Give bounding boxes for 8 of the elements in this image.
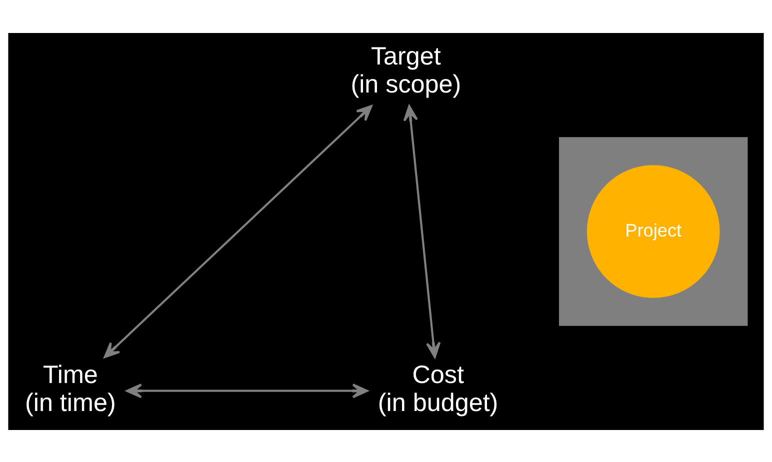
node-text: Cost (in budget) bbox=[378, 360, 498, 416]
cluster bbox=[559, 136, 748, 326]
arrow bbox=[126, 383, 368, 398]
arrow bbox=[104, 104, 372, 358]
node-circle: Project bbox=[586, 164, 720, 298]
node-text: Time (in time) bbox=[24, 360, 116, 416]
arrow bbox=[403, 104, 441, 358]
node-text: Target (in scope) bbox=[350, 42, 462, 98]
